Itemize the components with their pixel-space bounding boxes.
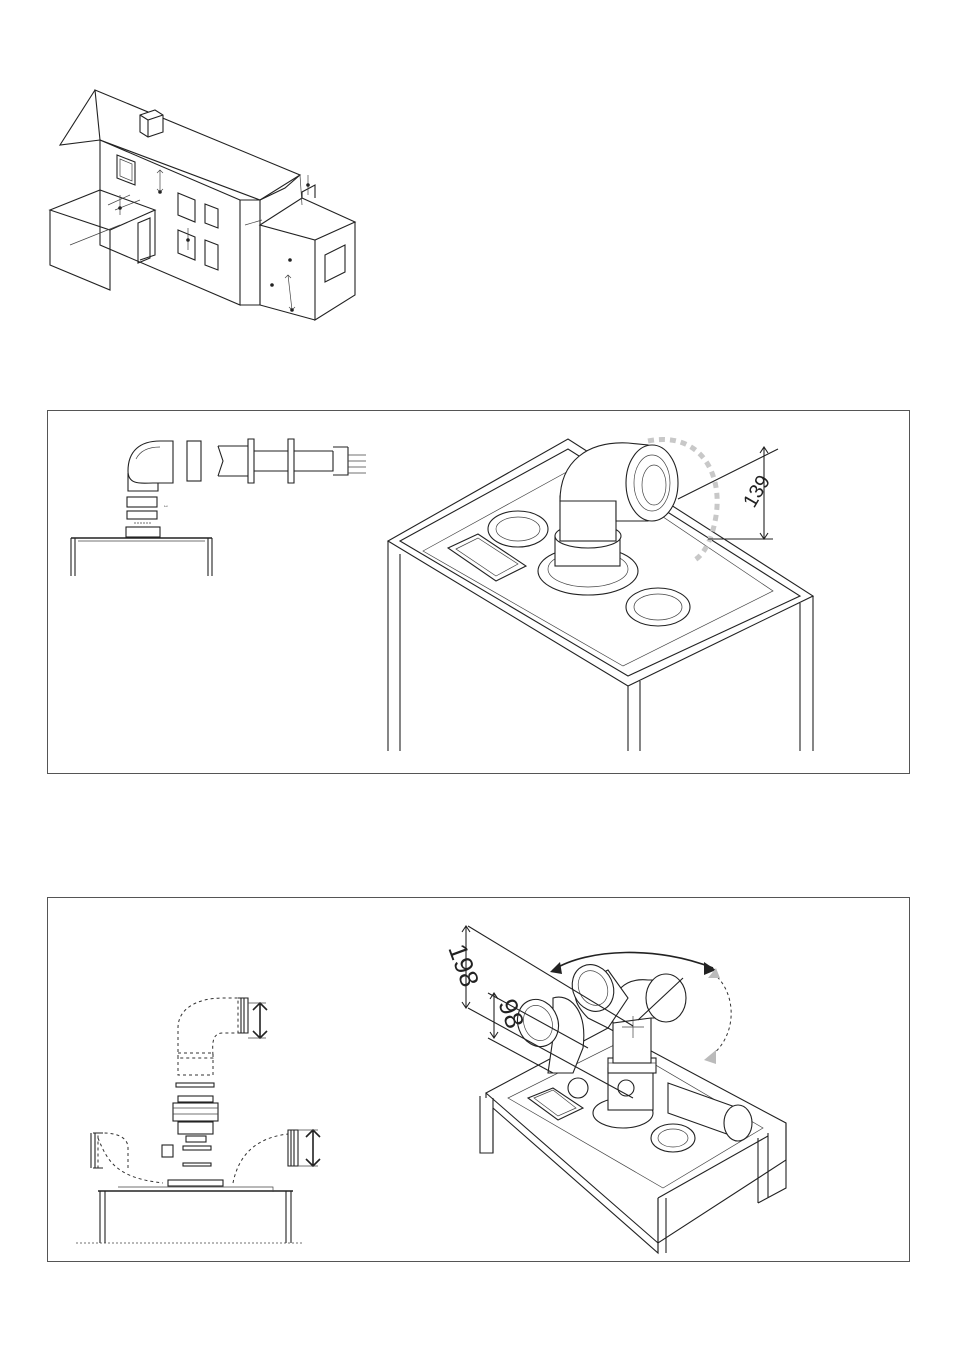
svg-text:↔: ↔ bbox=[163, 503, 169, 509]
dimension-139-label: 139 bbox=[739, 472, 775, 512]
boiler-with-concentric-flue: 139 bbox=[388, 439, 813, 751]
concentric-flue-panel: ↔ bbox=[47, 410, 910, 774]
exploded-flue-components: ↔ bbox=[71, 439, 366, 576]
house-illustration bbox=[40, 80, 370, 330]
boiler-with-twin-pipe-flue: 198 98 bbox=[442, 926, 786, 1253]
dimension-198-label: 198 bbox=[442, 940, 485, 991]
twin-pipe-flue-panel: 198 98 bbox=[47, 897, 910, 1262]
exploded-twin-pipe-components bbox=[76, 998, 320, 1243]
